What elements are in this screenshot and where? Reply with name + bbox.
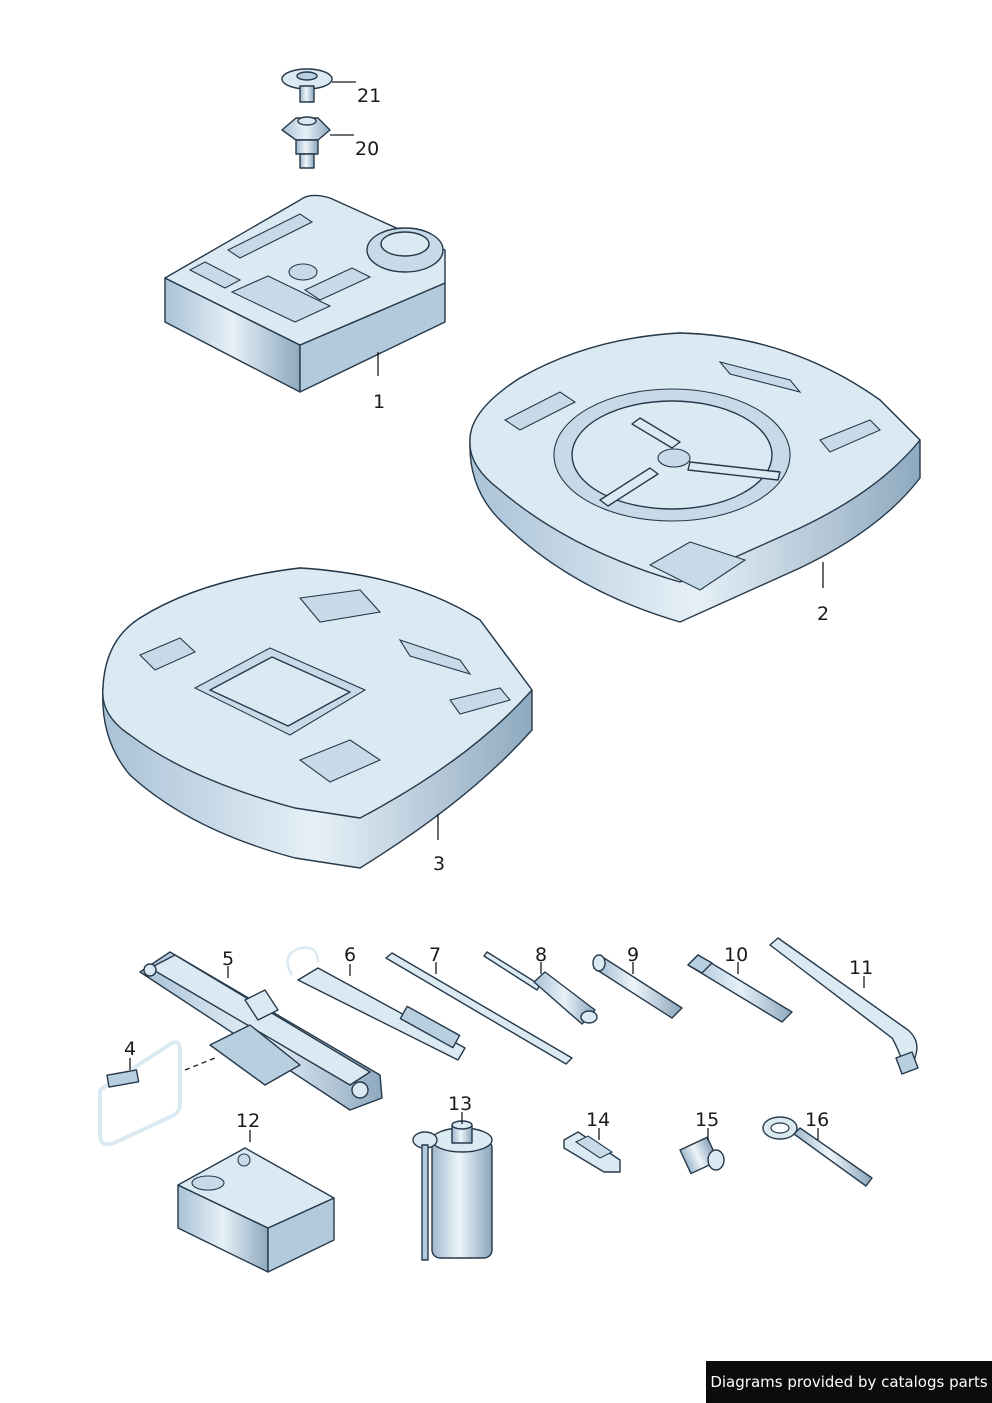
callout-5: 5 bbox=[222, 948, 234, 970]
attribution-text: Diagrams provided by catalogs parts bbox=[710, 1373, 988, 1391]
callout-14: 14 bbox=[586, 1109, 610, 1131]
spare-wheel-foam-tray-part-2 bbox=[469, 332, 921, 623]
l-wrench-part-11 bbox=[769, 937, 919, 1075]
leader-lines bbox=[129, 81, 865, 1142]
clip-part-14 bbox=[563, 1131, 621, 1173]
callout-20: 20 bbox=[355, 138, 379, 160]
attribution-banner: Diagrams provided by catalogs parts bbox=[706, 1361, 992, 1403]
screwdriver-part-8 bbox=[483, 951, 598, 1025]
cap-part-21 bbox=[281, 68, 333, 103]
adapter-part-15 bbox=[679, 1136, 725, 1175]
rod-part-7 bbox=[385, 952, 573, 1065]
callout-3: 3 bbox=[433, 853, 445, 875]
callout-2: 2 bbox=[817, 603, 829, 625]
callout-10: 10 bbox=[724, 944, 748, 966]
strap-part-4 bbox=[98, 1040, 182, 1147]
callout-labels: 21 20 1 2 3 4 5 6 7 8 9 10 11 12 13 14 1… bbox=[124, 85, 873, 1132]
tool-part-10 bbox=[687, 954, 793, 1023]
callout-21: 21 bbox=[357, 85, 381, 107]
compressor-bottle-part-13 bbox=[412, 1120, 493, 1261]
repair-kit-part-12 bbox=[177, 1147, 335, 1273]
callout-11: 11 bbox=[849, 957, 873, 979]
callout-9: 9 bbox=[627, 944, 639, 966]
fixing-bolt-part-20 bbox=[281, 116, 331, 169]
callout-8: 8 bbox=[535, 944, 547, 966]
foam-tray-part-1 bbox=[164, 194, 446, 393]
callout-12: 12 bbox=[236, 1110, 260, 1132]
towing-eye-part-16 bbox=[762, 1116, 873, 1187]
hook-tool-part-6 bbox=[286, 946, 466, 1061]
callout-6: 6 bbox=[344, 944, 356, 966]
callout-16: 16 bbox=[805, 1109, 829, 1131]
callout-15: 15 bbox=[695, 1109, 719, 1131]
callout-4: 4 bbox=[124, 1038, 136, 1060]
tube-part-9 bbox=[592, 954, 683, 1019]
callout-7: 7 bbox=[429, 944, 441, 966]
car-jack-part-5 bbox=[139, 951, 383, 1111]
foam-tray-part-3 bbox=[102, 567, 533, 869]
callout-1: 1 bbox=[373, 391, 385, 413]
callout-13: 13 bbox=[448, 1093, 472, 1115]
